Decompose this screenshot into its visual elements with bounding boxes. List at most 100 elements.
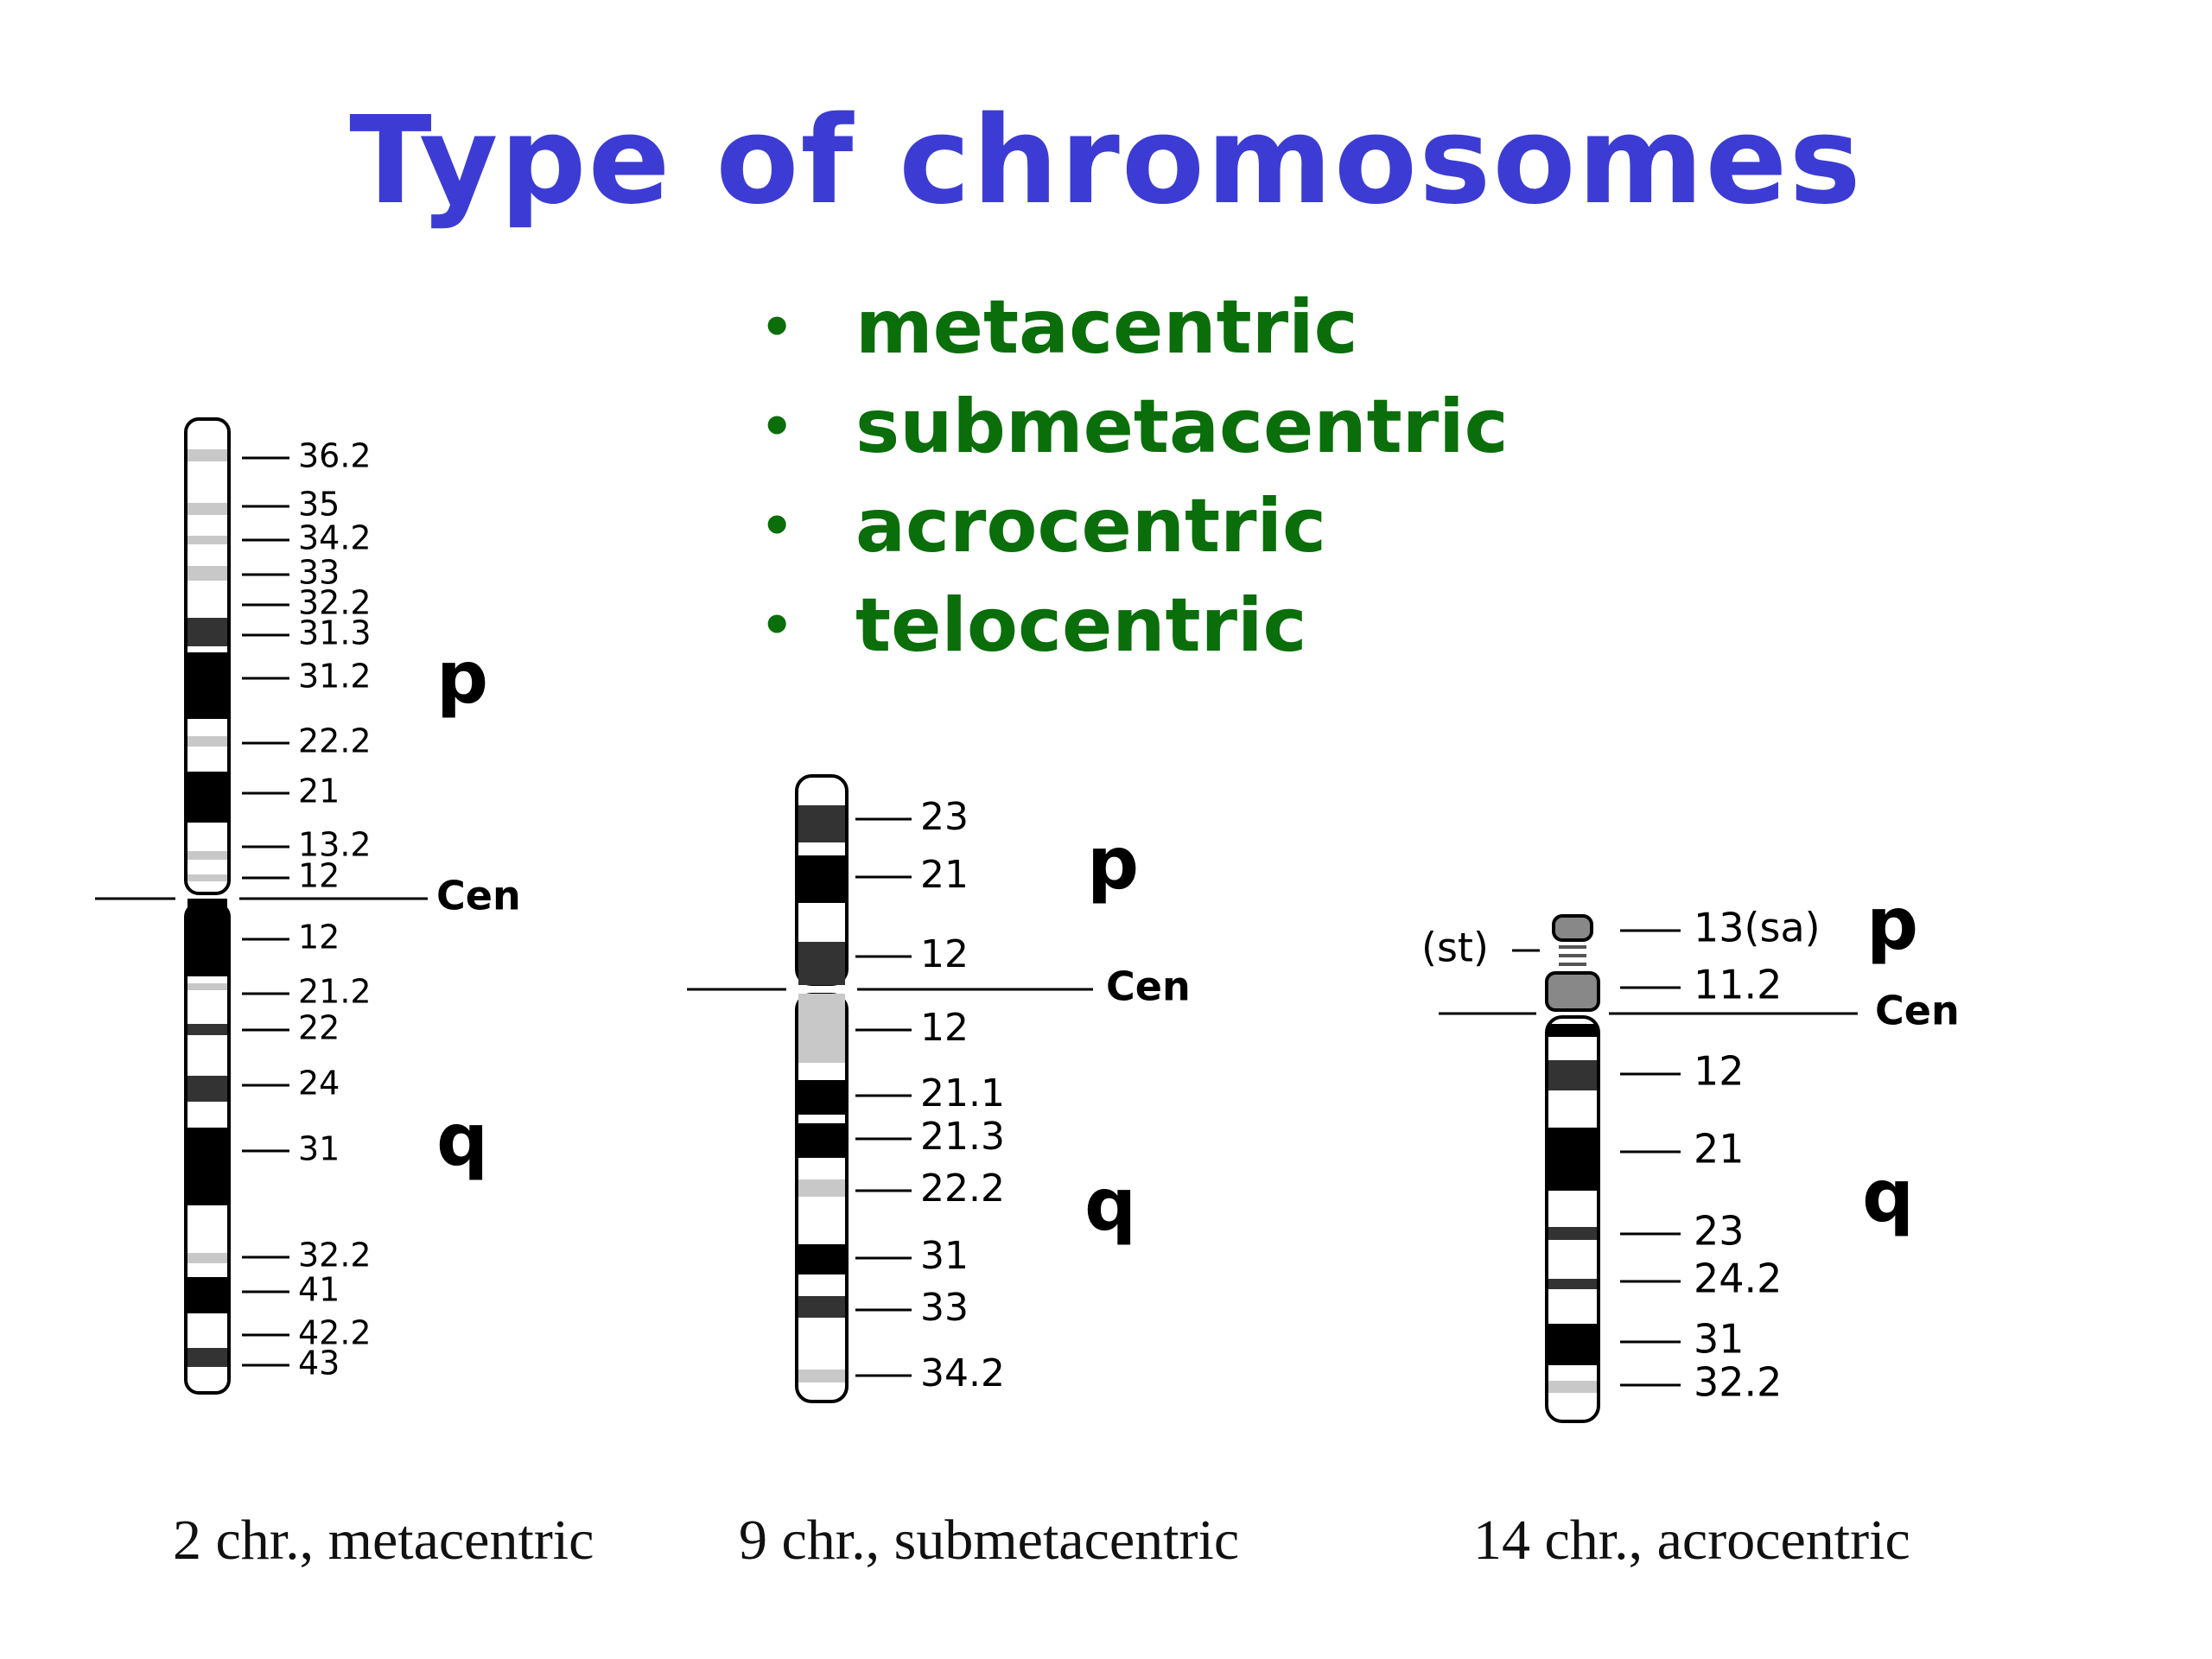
q-arm-label: q (1862, 1154, 1914, 1238)
chromosome-band (188, 618, 227, 646)
chromosome-band (188, 1024, 227, 1035)
band-label: 31 (920, 1234, 969, 1278)
chromosome-band (798, 1123, 845, 1158)
band-label: 23 (920, 795, 969, 839)
band-label: 11.2 (1694, 962, 1782, 1008)
chromosome-band (798, 805, 845, 842)
chromosome-band (188, 1277, 227, 1313)
chromosome-band (188, 652, 227, 719)
band-label: 33 (920, 1286, 969, 1330)
chromosome-q-arm (1545, 1015, 1600, 1423)
chromosome-band (798, 1244, 845, 1274)
chromosome-band (1548, 1024, 1597, 1037)
chromosome-band (188, 1076, 227, 1102)
chromosome-band (798, 1296, 845, 1318)
centromere-label: Cen (1875, 988, 1960, 1034)
caption-chr9: 9 chr., submetacentric (739, 1509, 1240, 1572)
band-label: 21.1 (920, 1071, 1005, 1116)
chromosome-band (188, 1348, 227, 1367)
band-label: 21.2 (298, 973, 372, 1011)
band-label: 12 (920, 932, 969, 976)
band-label: 32.2 (1694, 1359, 1782, 1406)
chromosome-satellite (1552, 914, 1593, 942)
centromere-label: Cen (1106, 963, 1191, 1010)
chromosome-band (798, 1179, 845, 1197)
chromosome-band (798, 1080, 845, 1115)
band-label: 33 (298, 554, 340, 592)
band-label: 21 (298, 772, 340, 810)
band-label: 21.3 (920, 1115, 1005, 1159)
bullet-dot: • (760, 397, 794, 457)
chromosome-band (1548, 1279, 1597, 1289)
band-label: 22 (298, 1009, 340, 1047)
band-label: 36.2 (298, 437, 372, 475)
chromosome-band (188, 566, 227, 581)
chromosome-p-arm (1545, 971, 1600, 1012)
slide-title: Type of chromosomes (349, 91, 1863, 232)
band-label: 24 (298, 1065, 340, 1103)
band-label: 32.2 (298, 1236, 372, 1274)
bullet-dot: • (760, 595, 794, 656)
chromosome-band (798, 1370, 845, 1382)
band-label: 21 (1694, 1126, 1745, 1173)
chromosome-band (1548, 1128, 1597, 1191)
band-label: 41 (298, 1271, 340, 1309)
band-label: 32.2 (298, 584, 372, 622)
caption-chr14: 14 chr., acrocentric (1473, 1509, 1910, 1572)
band-label: 21 (920, 853, 969, 897)
band-label: 31.3 (298, 614, 372, 652)
chromosome-band (1548, 1324, 1597, 1365)
chromosome-band (188, 899, 227, 976)
chromosome-band (798, 942, 845, 985)
chromosome-type-list: • metacentric • submetacentric • acrocentri… (760, 278, 1509, 676)
q-arm-label: q (1084, 1162, 1136, 1247)
band-label: 34.2 (298, 519, 372, 557)
chromosome-band (188, 449, 227, 461)
chromosome-band (188, 736, 227, 747)
band-label: 12 (298, 857, 340, 895)
band-label: 13(sa) (1694, 905, 1821, 951)
band-label: 22.2 (298, 722, 372, 760)
chromosome-band (1548, 1227, 1597, 1240)
band-label: 31.2 (298, 658, 372, 696)
band-label: 12 (298, 918, 340, 957)
bullet-item: • acrocentric (760, 477, 1509, 576)
band-label: 42.2 (298, 1314, 372, 1352)
chromosome-band (1548, 1381, 1597, 1393)
chromosome-band (188, 503, 227, 515)
band-label: 34.2 (920, 1351, 1005, 1395)
band-label: 22.2 (920, 1166, 1005, 1211)
band-label: 31 (1694, 1316, 1745, 1363)
chromosome-band (188, 851, 227, 860)
caption-chr2: 2 chr., metacentric (173, 1509, 594, 1572)
bullet-dot: • (760, 297, 794, 358)
bullet-dot: • (760, 496, 794, 556)
bullet-text: metacentric (855, 284, 1358, 371)
band-label: 43 (298, 1344, 340, 1382)
bullet-text: acrocentric (855, 483, 1327, 569)
band-label: 12 (1694, 1048, 1745, 1095)
chromosome-band (188, 772, 227, 823)
chromosome-band (188, 1128, 227, 1205)
chromosome-band (188, 983, 227, 990)
q-arm-label: q (436, 1097, 488, 1182)
bullet-item: • metacentric (760, 278, 1509, 378)
bullet-item: • telocentric (760, 576, 1509, 676)
bullet-text: telocentric (855, 582, 1307, 669)
satellite-label: (st) (1421, 925, 1489, 971)
band-label: 35 (298, 486, 340, 524)
bullet-item: • submetacentric (760, 378, 1509, 477)
chromosome-band (1548, 1060, 1597, 1090)
chromosome-band (188, 874, 227, 881)
band-label: 23 (1694, 1208, 1745, 1255)
p-arm-label: p (1087, 821, 1139, 906)
chromosome-band (188, 1253, 227, 1263)
chromosome-band (798, 994, 845, 1063)
band-label: 31 (298, 1130, 340, 1168)
bullet-text: submetacentric (855, 384, 1509, 470)
centromere-label: Cen (436, 873, 521, 919)
band-label: 13.2 (298, 826, 372, 864)
band-label: 24.2 (1694, 1255, 1782, 1302)
chromosome-band (188, 536, 227, 544)
